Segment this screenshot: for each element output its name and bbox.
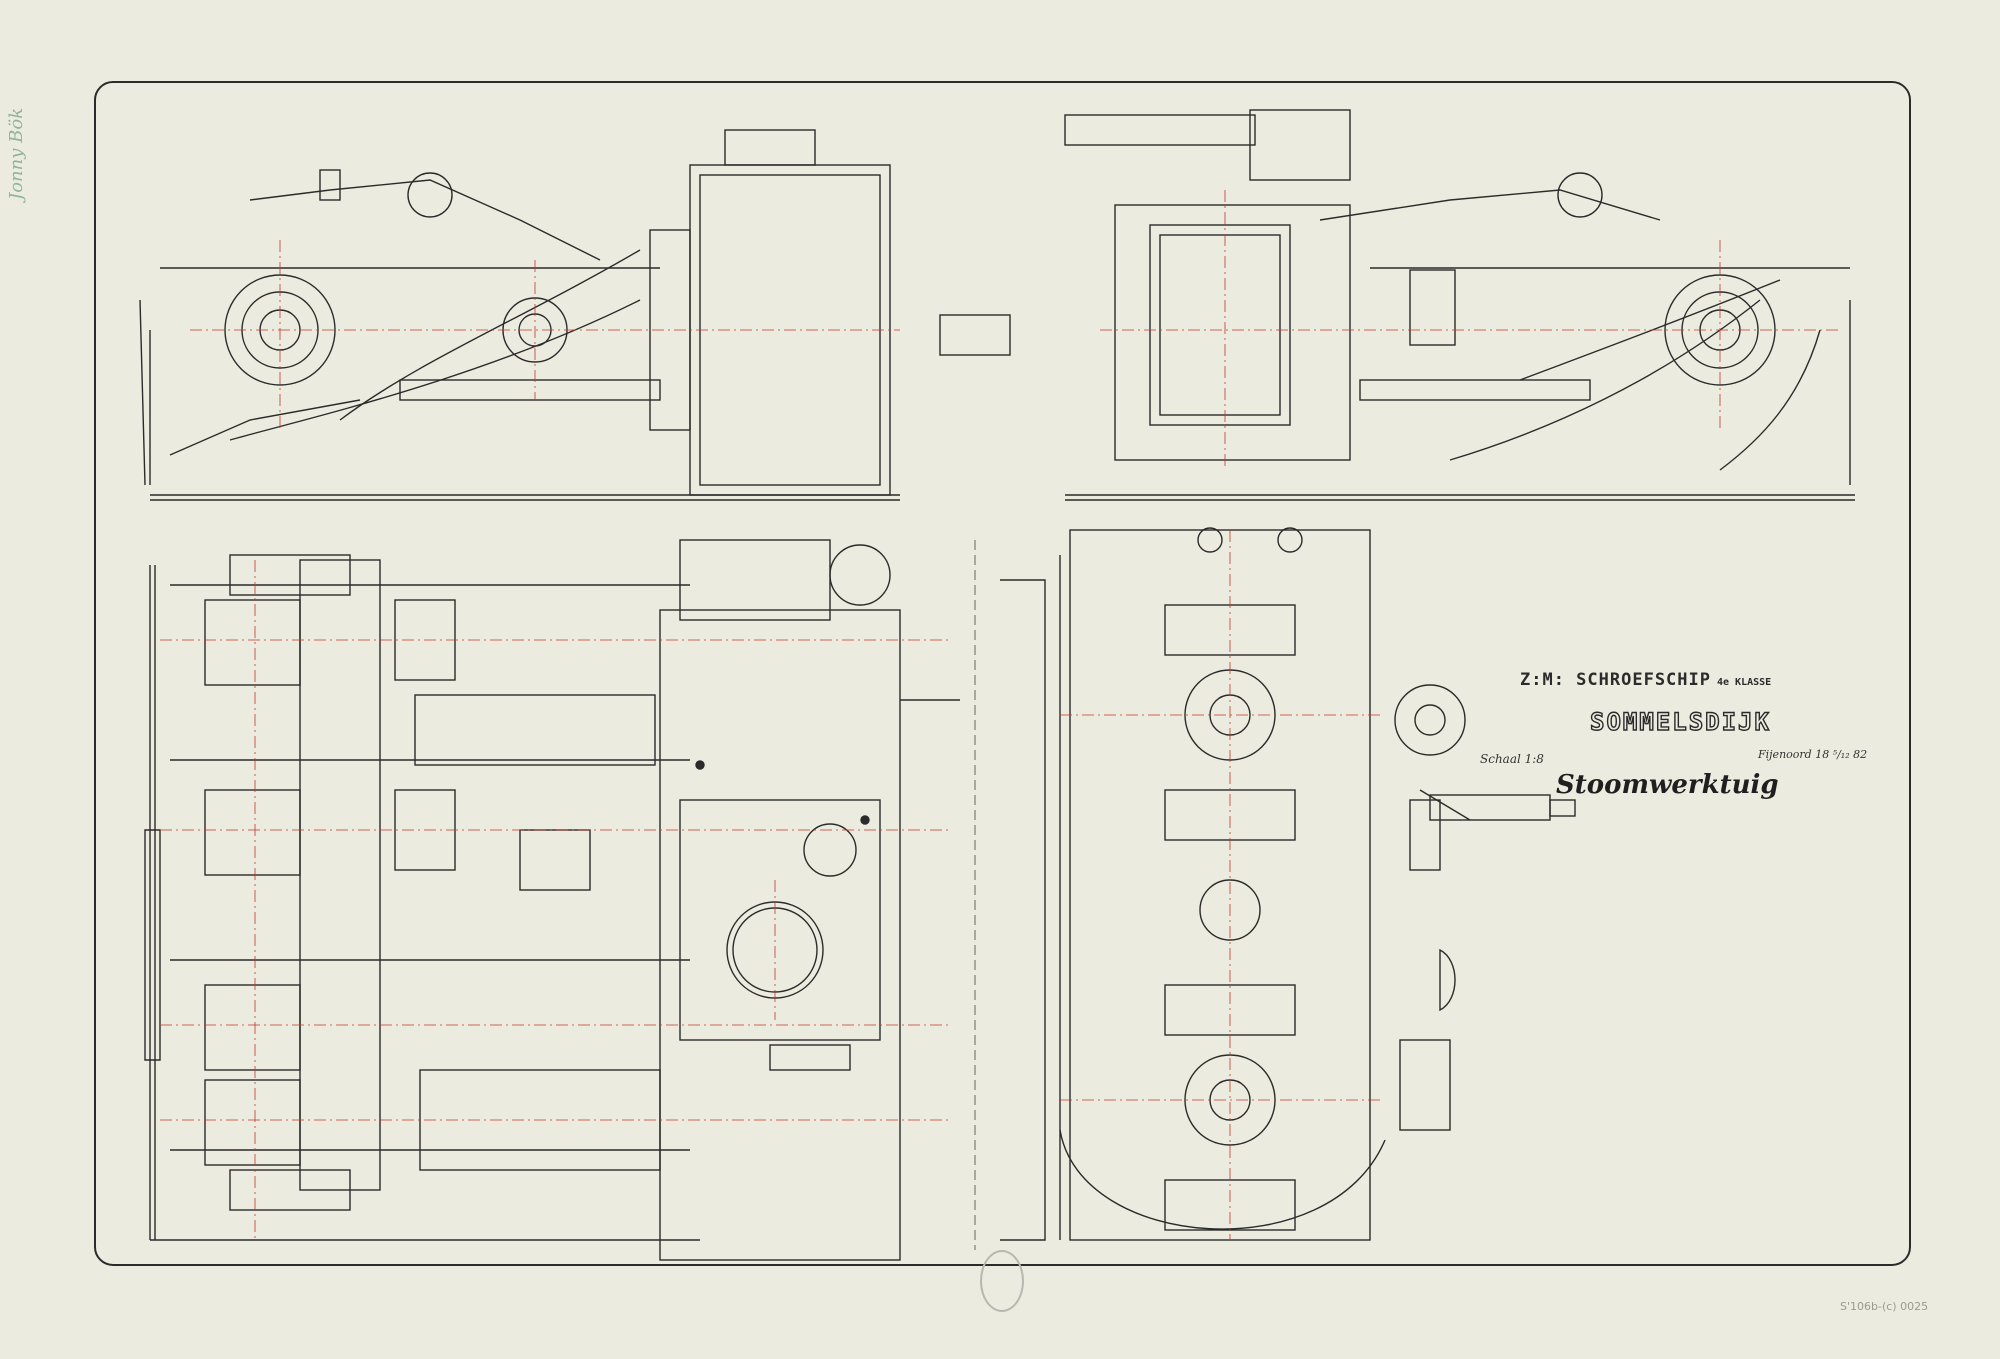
side-elevation-right-centerlines [1100, 190, 1840, 470]
side-elevation-left [139, 129, 1011, 501]
archive-stamp [980, 1250, 1024, 1312]
side-elevation-right [1064, 109, 1855, 501]
end-view [1000, 527, 1576, 1241]
side-elevation-left-centerlines [190, 240, 900, 430]
catalog-number: S'106b-(c) 0025 [1840, 1300, 1929, 1313]
margin-signature-text: Jonny Bök [6, 107, 27, 200]
plan-view-centerlines [160, 560, 950, 1240]
vessel-class: 4e KLASSE [1717, 677, 1772, 688]
place-date: Fijenoord 18 ⁵/₁₂ 82 [1758, 748, 1868, 761]
end-view-centerlines [1060, 530, 1380, 1240]
drawing-scale: Schaal 1:8 [1480, 752, 1544, 766]
ship-name: SOMMELSDIJK [1589, 707, 1771, 736]
margin-signature: Jonny Bök [6, 90, 46, 310]
drawing-subject: Stoomwerktuig [1556, 770, 1779, 800]
plan-view [144, 539, 960, 1261]
